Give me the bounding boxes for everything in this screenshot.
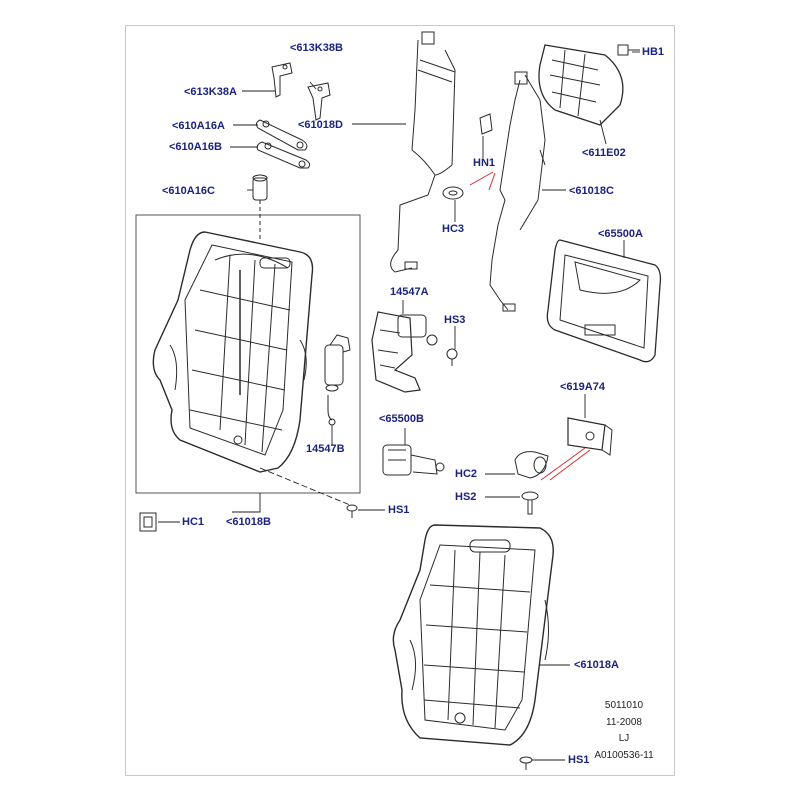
- callout-HS2: HS2: [455, 491, 477, 503]
- callout-HC1: HC1: [182, 516, 205, 528]
- callout-HC2: HC2: [455, 468, 478, 480]
- callout-613K38A: <613K38A: [184, 86, 237, 98]
- footer-code: 5011010: [604, 700, 644, 711]
- bracket-14547A: [371, 311, 438, 393]
- cap-610A16C: [252, 174, 268, 240]
- bolt-HS3: [446, 348, 458, 366]
- pad-611E02: [538, 44, 640, 126]
- callout-610A16B: <610A16B: [169, 141, 222, 153]
- strap-610A16A: [255, 119, 308, 151]
- callout-61018C: <61018C: [569, 185, 614, 197]
- screw-HS1-top: [346, 504, 358, 518]
- footer-drawing-number: A0100536-11: [594, 750, 654, 761]
- strap-610A16B: [256, 141, 311, 169]
- callout-61018B: <61018B: [226, 516, 271, 528]
- wire-61018D: [390, 31, 456, 273]
- callout-HS3: HS3: [444, 314, 466, 326]
- callout-HS1-top: HS1: [388, 504, 410, 516]
- callout-65500B: <65500B: [379, 413, 424, 425]
- callout-619A74: <619A74: [560, 381, 605, 393]
- bracket-613K38A: [271, 62, 293, 98]
- bracket-613K38B: [307, 82, 331, 121]
- leader-lines: [158, 51, 640, 761]
- callout-610A16C: <610A16C: [162, 185, 215, 197]
- callout-14547A: 14547A: [390, 286, 429, 298]
- footer-initials: LJ: [618, 733, 630, 744]
- clip-HN1: [479, 113, 493, 135]
- wire-61018C: [489, 71, 546, 312]
- callout-14547B: 14547B: [306, 443, 345, 455]
- callout-HN1: HN1: [473, 157, 496, 169]
- seat-frame-right: [392, 524, 554, 746]
- callout-HB1: HB1: [642, 46, 665, 58]
- callout-61018A: <61018A: [574, 659, 619, 671]
- screw-HS1-bottom: [519, 756, 533, 770]
- motor-65500B: [382, 444, 445, 476]
- clip-HC2: [514, 451, 549, 479]
- callout-HS1-bottom: HS1: [568, 754, 590, 766]
- grommet-HC3: [442, 186, 464, 200]
- callout-61018D: <61018D: [298, 119, 343, 131]
- callout-611E02: <611E02: [582, 147, 626, 159]
- diagram-frame: [125, 25, 675, 776]
- module-619A74: [567, 417, 613, 456]
- callout-610A16A: <610A16A: [172, 120, 225, 132]
- clip-HC1: [139, 512, 157, 532]
- highlight-lines: [469, 171, 591, 481]
- assembly-box: [135, 214, 361, 494]
- motor-14547B: [324, 334, 351, 426]
- screw-HS2: [521, 491, 539, 515]
- callout-65500A: <65500A: [598, 228, 643, 240]
- panel-65500A: [546, 239, 662, 363]
- callout-613K38B: <613K38B: [290, 42, 343, 54]
- callout-HC3: HC3: [442, 223, 465, 235]
- footer-date: 11-2008: [606, 717, 642, 728]
- seat-frame-left: [152, 231, 314, 473]
